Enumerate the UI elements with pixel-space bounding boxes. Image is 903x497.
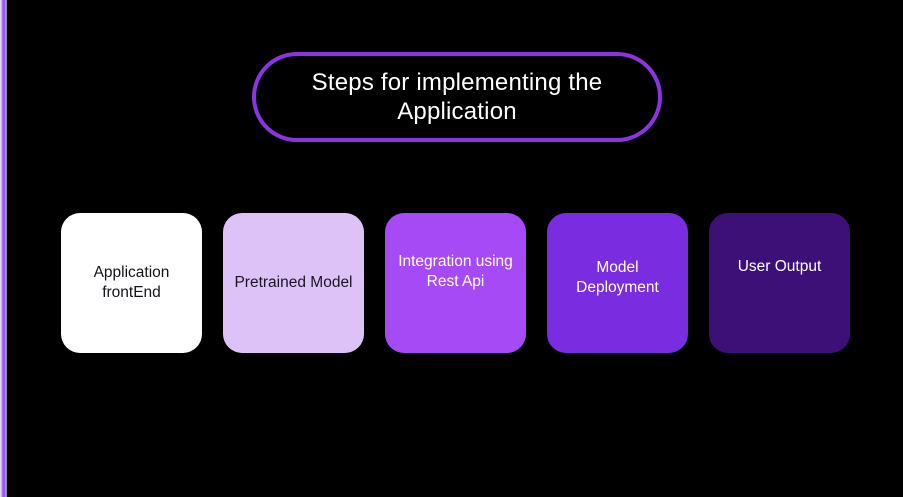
step-label: Model Deployment <box>576 259 659 296</box>
step-card-model-deployment: Model Deployment <box>547 213 688 353</box>
step-card-pretrained-model: Pretrained Model <box>223 213 364 353</box>
step-card-user-output: User Output <box>709 213 850 353</box>
left-accent-stripe <box>0 0 7 497</box>
steps-row: Application frontEnd Pretrained Model In… <box>61 213 850 353</box>
title-line-1: Steps for implementing the <box>311 69 603 96</box>
step-card-integration-rest-api: Integration using Rest Api <box>385 213 526 353</box>
title-box: Steps for implementing the Application <box>252 52 662 142</box>
step-label: User Output <box>737 258 822 275</box>
step-label: Application frontEnd <box>93 264 170 301</box>
step-label: Integration using Rest Api <box>398 253 513 290</box>
step-label: Pretrained Model <box>234 274 353 291</box>
step-card-application-frontend: Application frontEnd <box>61 213 202 353</box>
title-line-2: Application <box>397 98 517 125</box>
